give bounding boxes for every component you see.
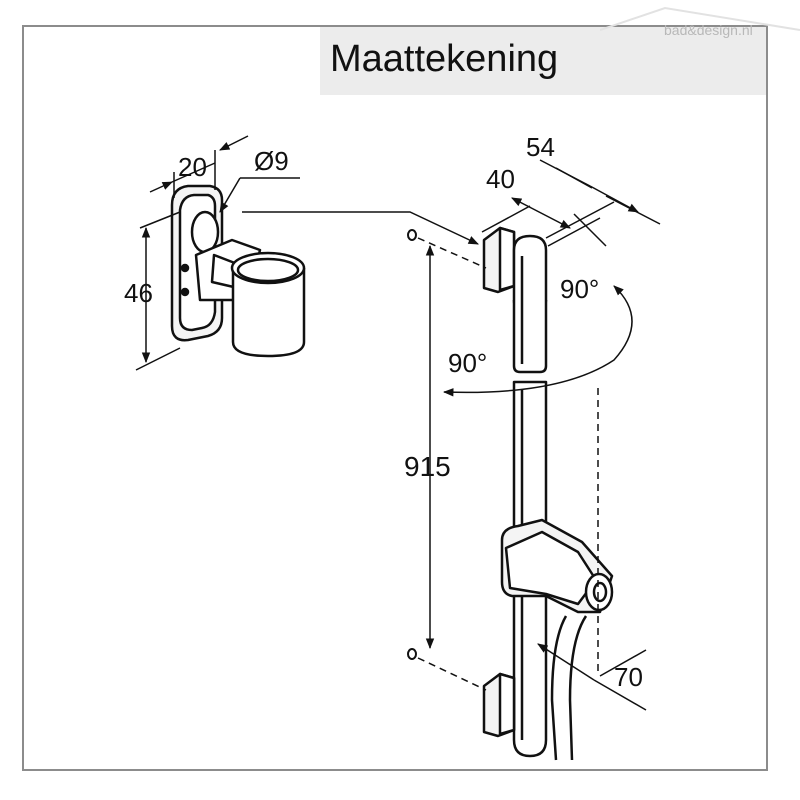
bar-dimensions bbox=[481, 159, 661, 247]
dim-label-915: 915 bbox=[404, 451, 451, 482]
wall-bracket-drawing bbox=[170, 184, 306, 358]
watermark-logo bbox=[600, 6, 800, 31]
dim-label-70: 70 bbox=[614, 662, 643, 692]
title-bar bbox=[320, 27, 766, 95]
bracket-dimensions bbox=[135, 135, 300, 371]
dim-label-40: 40 bbox=[486, 164, 515, 194]
watermark-text: bad&design.nl bbox=[664, 22, 753, 38]
projection-lines bbox=[417, 237, 599, 691]
dim-label-20: 20 bbox=[178, 152, 207, 182]
mount-hole-top bbox=[407, 229, 417, 241]
dim-label-54: 54 bbox=[526, 132, 555, 162]
shower-rail-drawing bbox=[482, 226, 614, 761]
dim-label-46: 46 bbox=[124, 278, 153, 308]
slider-offset-dimension bbox=[537, 643, 647, 711]
drawing-frame bbox=[22, 25, 768, 771]
dim-label-hole: Ø9 bbox=[254, 146, 289, 176]
rotation-arcs bbox=[442, 285, 633, 397]
page-title: Maattekening bbox=[330, 38, 559, 80]
dim-label-rotation-bottom: 90° bbox=[448, 348, 487, 378]
mount-hole-bottom bbox=[407, 648, 417, 660]
dim-label-rotation-top: 90° bbox=[560, 274, 599, 304]
bracket-leader-line bbox=[242, 211, 479, 245]
